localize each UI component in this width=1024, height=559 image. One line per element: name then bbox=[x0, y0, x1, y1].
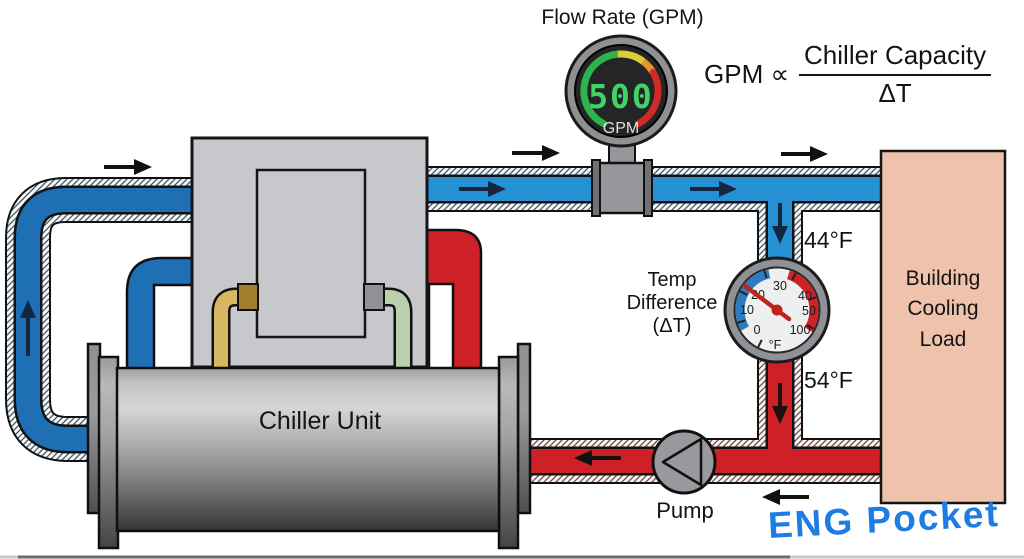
flow-arrow-left-icon bbox=[574, 450, 621, 466]
flow-gauge-arc-yellow bbox=[617, 50, 646, 65]
pump bbox=[651, 429, 717, 495]
svg-text:10: 10 bbox=[740, 303, 754, 317]
gpm-formula: GPM ∝ Chiller Capacity ΔT bbox=[704, 40, 992, 109]
formula-numerator: Chiller Capacity bbox=[799, 40, 992, 76]
formula-denominator: ΔT bbox=[878, 78, 912, 108]
flow-arrow-up-icon bbox=[20, 300, 36, 356]
svg-text:°F: °F bbox=[769, 338, 782, 352]
svg-text:40: 40 bbox=[798, 289, 812, 303]
chiller-flange-right bbox=[497, 355, 520, 550]
flow-direction-arrows bbox=[20, 145, 828, 505]
svg-text:30: 30 bbox=[773, 279, 787, 293]
flow-arrow-down-icon bbox=[772, 383, 788, 424]
chiller-end-cap-right bbox=[516, 342, 532, 515]
formula-lhs: GPM ∝ bbox=[704, 59, 790, 89]
flow-gauge-arc-green bbox=[580, 50, 622, 128]
temp-gauge-needle-hub bbox=[771, 304, 783, 316]
chiller-flange-left bbox=[97, 355, 120, 550]
temp-gauge-needle bbox=[742, 283, 792, 322]
flow-arrow-down-icon bbox=[772, 203, 788, 244]
temp-gauge-ticks bbox=[737, 270, 817, 348]
building-cooling-load-box bbox=[879, 149, 1007, 505]
green-pipe-connector bbox=[363, 283, 385, 311]
flow-gauge-arc-red bbox=[634, 69, 662, 128]
temp-gauge-tick-labels: 0 10 20 30 40 50 100 °F bbox=[740, 279, 816, 352]
formula-fraction: Chiller Capacity ΔT bbox=[799, 40, 992, 109]
flow-rate-title: Flow Rate (GPM) bbox=[541, 6, 704, 29]
svg-text:0: 0 bbox=[754, 323, 761, 337]
condenser-blue-pipe bbox=[125, 256, 195, 376]
flow-gauge-face bbox=[574, 44, 668, 138]
flow-meter-fitting-ring-right bbox=[643, 159, 653, 217]
flow-arrow-right-icon bbox=[512, 145, 560, 161]
flow-arrow-right-icon bbox=[104, 159, 152, 175]
svg-text:100: 100 bbox=[790, 323, 811, 337]
supply-temp-label: 44°F bbox=[804, 227, 853, 253]
svg-text:50: 50 bbox=[802, 304, 816, 318]
temp-gauge-arc-red bbox=[786, 270, 819, 332]
condenser-red-pipe bbox=[425, 228, 483, 376]
flow-arrow-right-icon bbox=[690, 181, 737, 197]
building-cooling-load-label: Building Cooling Load bbox=[905, 267, 981, 351]
chiller-unit-label: Chiller Unit bbox=[258, 407, 382, 435]
pump-label: Pump bbox=[656, 498, 714, 523]
flow-meter-fitting-ring-left bbox=[591, 159, 601, 217]
flow-gauge-unit: GPM bbox=[603, 120, 639, 137]
compressor-inner-box bbox=[255, 168, 367, 339]
return-temp-label: 54°F bbox=[804, 367, 853, 393]
chiller-unit bbox=[86, 342, 532, 550]
pump-impeller-triangle bbox=[661, 437, 703, 487]
flow-gauge-value: 500 bbox=[588, 77, 654, 116]
temp-difference-gauge: 0 10 20 30 40 50 100 °F bbox=[723, 256, 831, 364]
flow-meter: 500 GPM bbox=[564, 34, 678, 217]
gold-pipe-connector bbox=[237, 283, 259, 311]
flow-meter-fitting bbox=[596, 161, 648, 215]
flow-arrow-right-icon bbox=[781, 146, 828, 162]
flow-arrow-left-icon bbox=[762, 489, 809, 505]
temp-difference-label: Temp Difference (ΔT) bbox=[626, 269, 718, 338]
condenser-assembly bbox=[125, 136, 483, 376]
chiller-body bbox=[115, 366, 501, 533]
bottom-edge-line-dark bbox=[18, 555, 790, 559]
flow-arrow-right-icon bbox=[459, 181, 506, 197]
